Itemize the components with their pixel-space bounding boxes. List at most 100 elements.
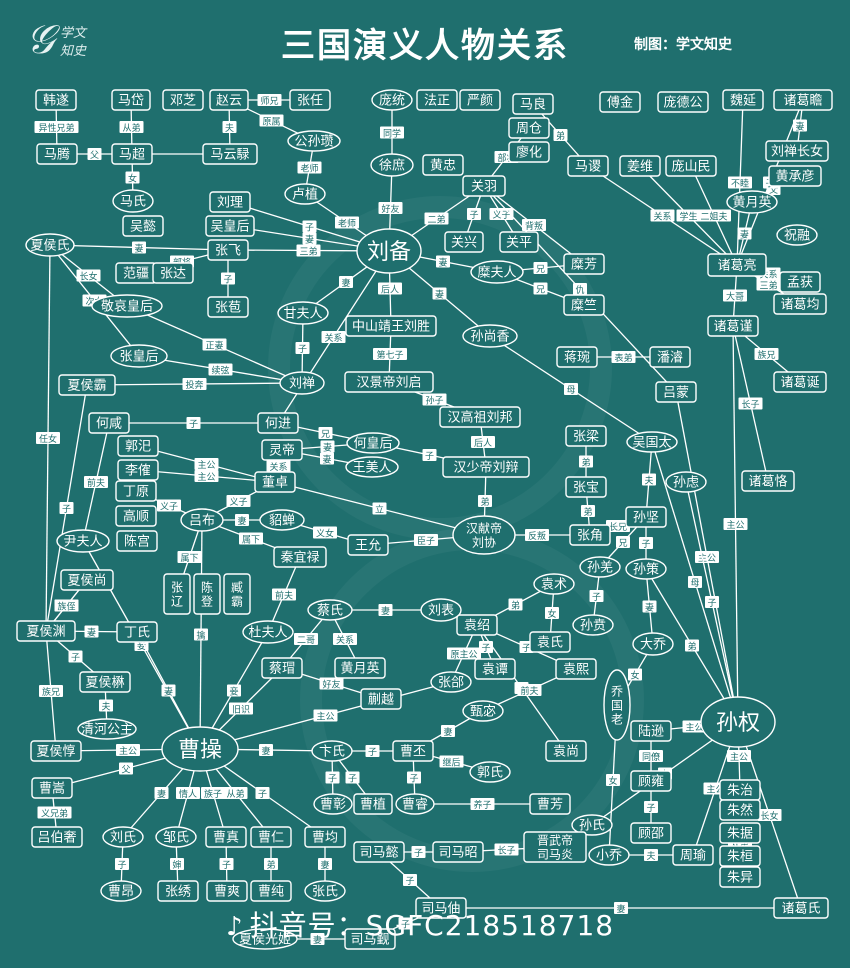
node-wuyi[interactable]: 吴懿: [122, 215, 164, 237]
node-hejin[interactable]: 何进: [257, 412, 299, 434]
node-caocao[interactable]: 曹操: [161, 726, 239, 772]
node-liushan[interactable]: 刘禅: [279, 371, 325, 395]
node-daqiao[interactable]: 大乔: [632, 632, 674, 656]
node-dingshi[interactable]: 丁氏: [116, 621, 158, 643]
node-luxun[interactable]: 陆逊: [630, 720, 672, 742]
node-xiaoqiao[interactable]: 小乔: [588, 844, 630, 866]
node-caojun[interactable]: 曹均: [304, 826, 346, 848]
node-lvmeng[interactable]: 吕蒙: [655, 381, 697, 403]
node-yuanshang[interactable]: 袁尚: [545, 740, 587, 762]
node-caoang[interactable]: 曹昂: [100, 880, 142, 902]
node-sunshangxiang[interactable]: 孙尚香: [462, 324, 518, 348]
node-lingdi[interactable]: 灵帝: [261, 439, 303, 461]
node-machao[interactable]: 马超: [111, 143, 153, 165]
node-caozhi[interactable]: 曹植: [353, 793, 393, 815]
node-yanyan[interactable]: 严颜: [459, 89, 501, 111]
node-masu[interactable]: 马谡: [567, 155, 609, 177]
node-caoren[interactable]: 曹仁: [250, 826, 292, 848]
node-zhoucang[interactable]: 周仓: [508, 117, 550, 139]
node-guoshi[interactable]: 郭氏: [469, 761, 511, 783]
node-zhangfei[interactable]: 张飞: [207, 239, 249, 261]
node-dingyuan[interactable]: 丁原: [115, 480, 157, 502]
node-zhanghuanghou[interactable]: 张皇后: [110, 344, 168, 368]
node-panjun[interactable]: 潘濬: [649, 346, 691, 368]
node-xiahouba[interactable]: 夏侯霸: [58, 374, 116, 396]
node-simazhao[interactable]: 司马昭: [432, 841, 484, 863]
node-jiangwan[interactable]: 蒋琬: [556, 346, 598, 368]
node-huangzhong[interactable]: 黄忠: [422, 154, 464, 176]
node-liubian[interactable]: 汉少帝刘辩: [442, 456, 530, 478]
node-sunjian[interactable]: 孙坚: [625, 506, 667, 528]
node-mifang[interactable]: 糜芳: [563, 253, 605, 275]
node-yuantan[interactable]: 袁谭: [474, 658, 516, 680]
node-xiahoushi[interactable]: 夏侯氏: [25, 233, 75, 257]
node-chengong[interactable]: 陈宫: [116, 530, 158, 552]
node-simayi[interactable]: 司马懿: [353, 841, 405, 863]
node-pangdegong[interactable]: 庞德公: [657, 91, 709, 113]
node-hehuanghou[interactable]: 何皇后: [346, 432, 400, 454]
node-xiahoumao[interactable]: 夏侯楙: [79, 671, 131, 693]
node-caosong[interactable]: 曹嵩: [31, 777, 73, 799]
node-zhugeshi[interactable]: 诸葛氏: [773, 897, 829, 919]
node-liushanzhangnv[interactable]: 刘禅长女: [765, 140, 829, 162]
node-menghuo[interactable]: 孟获: [779, 271, 821, 293]
node-mashi[interactable]: 马氏: [112, 189, 154, 213]
node-gongsunzan[interactable]: 公孙瓒: [287, 130, 341, 152]
node-zhangbao2[interactable]: 张宝: [565, 476, 607, 498]
node-huangyueying[interactable]: 黄月英: [726, 190, 778, 214]
node-dongzhuo[interactable]: 董卓: [254, 471, 296, 493]
node-zhangxiu[interactable]: 张绣: [157, 880, 199, 902]
node-mateng[interactable]: 马腾: [36, 143, 78, 165]
node-jiangwei[interactable]: 姜维: [619, 155, 661, 177]
node-zhuju[interactable]: 朱据: [719, 822, 761, 844]
node-fanjiang[interactable]: 范疆: [115, 262, 157, 284]
node-diaochan[interactable]: 貂蝉: [259, 509, 305, 531]
node-huangchengyan[interactable]: 黄承彦: [768, 165, 822, 187]
node-simajin[interactable]: 司马觐: [344, 928, 396, 950]
node-liuxie[interactable]: 汉献帝刘协: [452, 515, 516, 555]
node-zhangbao[interactable]: 张苞: [207, 296, 249, 318]
node-caochun[interactable]: 曹纯: [250, 880, 292, 902]
node-kuaiyue[interactable]: 蒯越: [360, 688, 402, 710]
node-guosi[interactable]: 郭汜: [117, 435, 159, 457]
node-zhangliao[interactable]: 张辽: [163, 573, 191, 615]
node-zhugedan[interactable]: 诸葛诞: [773, 371, 827, 393]
node-zhanghe[interactable]: 张郃: [430, 671, 472, 693]
node-zhugeliang[interactable]: 诸葛亮: [707, 253, 767, 277]
node-xiahouguangji[interactable]: 夏侯光姬: [232, 928, 298, 950]
node-caimao[interactable]: 蔡瑁: [261, 657, 303, 679]
node-wangmeiren[interactable]: 王美人: [345, 456, 399, 478]
node-ganfuren[interactable]: 甘夫人: [277, 301, 329, 325]
node-maliang[interactable]: 马良: [512, 93, 554, 115]
node-hexian[interactable]: 何咸: [88, 412, 130, 434]
node-caoshuang[interactable]: 曹爽: [206, 880, 248, 902]
node-mayunlu[interactable]: 马云騄: [202, 143, 258, 165]
node-guanping[interactable]: 关平: [499, 231, 539, 253]
node-zhugejun[interactable]: 诸葛均: [773, 293, 827, 315]
node-zhangliang[interactable]: 张梁: [565, 425, 607, 447]
node-zhangshi[interactable]: 张氏: [304, 880, 346, 902]
node-liuli[interactable]: 刘理: [209, 191, 251, 213]
node-guanxing[interactable]: 关兴: [444, 231, 484, 253]
node-caozhen[interactable]: 曹真: [205, 826, 247, 848]
node-yuanshu[interactable]: 袁术: [533, 573, 575, 595]
node-wuhuanghou[interactable]: 吴皇后: [205, 215, 255, 237]
node-zhangren[interactable]: 张任: [289, 89, 331, 111]
node-zhugejin[interactable]: 诸葛谨: [707, 315, 759, 337]
node-zhangjiao[interactable]: 张角: [569, 524, 611, 546]
node-jinganhuanghou[interactable]: 敬哀皇后: [91, 294, 163, 318]
node-zhuzhi[interactable]: 朱治: [719, 779, 761, 801]
node-simayan[interactable]: 晋武帝司马炎: [523, 831, 587, 863]
node-xiahouyuan[interactable]: 夏侯渊: [16, 620, 76, 642]
node-sunshi[interactable]: 孙氏: [571, 814, 613, 836]
node-zangba[interactable]: 臧霸: [223, 573, 251, 615]
node-caozhang[interactable]: 曹彰: [313, 793, 353, 815]
node-guanyu[interactable]: 关羽: [462, 175, 506, 197]
node-gushao[interactable]: 顾邵: [630, 822, 672, 844]
node-sunqiang[interactable]: 孙羌: [579, 556, 621, 578]
node-fujin[interactable]: 傅金: [599, 91, 641, 113]
node-madai[interactable]: 马岱: [111, 89, 151, 111]
node-liaohua[interactable]: 廖化: [508, 141, 550, 163]
node-wangyun[interactable]: 王允: [347, 534, 389, 556]
node-gaoshun[interactable]: 高顺: [115, 505, 157, 527]
